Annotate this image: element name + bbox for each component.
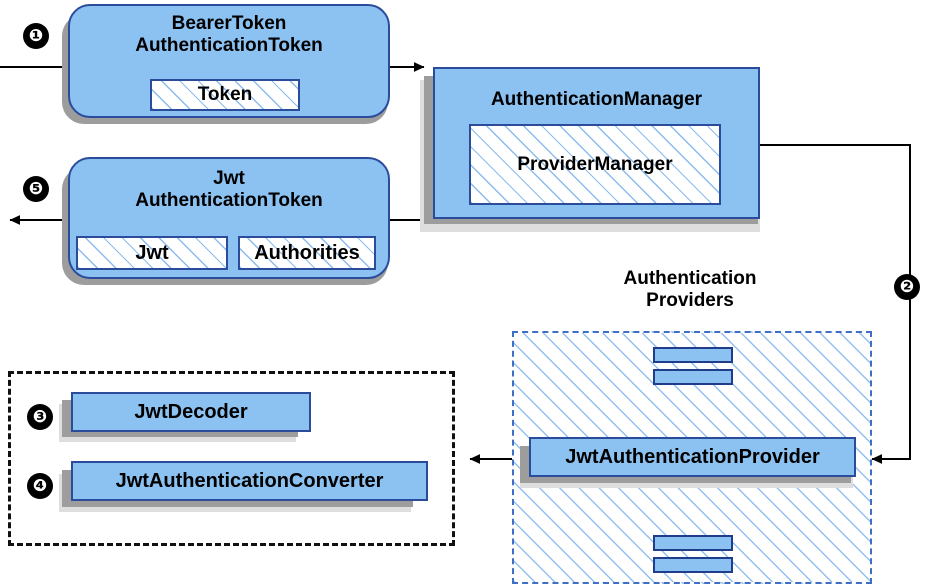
jwt-authentication-provider-title: JwtAuthenticationProvider bbox=[565, 445, 820, 468]
bearer-token-title-line1: BearerToken bbox=[171, 13, 287, 34]
bearer-token-title-line2: AuthenticationToken bbox=[135, 35, 323, 57]
bearer-token-inner-token[interactable]: Token bbox=[150, 79, 300, 111]
authentication-providers-label-line1: Authentication bbox=[623, 268, 757, 289]
jwt-token-inner-authorities[interactable]: Authorities bbox=[238, 236, 376, 270]
jwt-token-inner-jwt-label: Jwt bbox=[135, 241, 169, 264]
step-badge-3: ❸ bbox=[27, 404, 53, 430]
provider-manager-label: ProviderManager bbox=[517, 153, 673, 175]
jwt-components-container bbox=[8, 371, 455, 546]
jwt-token-inner-jwt[interactable]: Jwt bbox=[76, 236, 228, 270]
authentication-manager-inner-providermanager[interactable]: ProviderManager bbox=[469, 124, 721, 205]
provider-bar-bottom-1 bbox=[653, 535, 733, 551]
jwt-decoder-title: JwtDecoder bbox=[134, 400, 248, 423]
bearer-token-card[interactable]: BearerToken AuthenticationToken bbox=[68, 4, 390, 118]
authentication-providers-label-line2: Providers bbox=[646, 290, 734, 312]
jwt-authentication-converter-card[interactable]: JwtAuthenticationConverter bbox=[71, 461, 428, 501]
jwt-token-inner-authorities-label: Authorities bbox=[254, 241, 360, 264]
jwt-decoder-card[interactable]: JwtDecoder bbox=[71, 392, 311, 432]
step-badge-5: ❺ bbox=[23, 176, 49, 202]
provider-bar-top-1 bbox=[653, 347, 733, 363]
provider-bar-bottom-2 bbox=[653, 557, 733, 573]
step-badge-1: ❶ bbox=[23, 23, 49, 49]
authentication-manager-title: AuthenticationManager bbox=[490, 89, 703, 110]
jwt-authentication-provider-card[interactable]: JwtAuthenticationProvider bbox=[529, 437, 856, 477]
provider-bar-top-2 bbox=[653, 369, 733, 385]
jwt-token-title-line2: AuthenticationToken bbox=[135, 190, 323, 212]
jwt-authentication-converter-title: JwtAuthenticationConverter bbox=[115, 469, 384, 492]
step-badge-2: ❷ bbox=[894, 274, 920, 300]
step-badge-4: ❹ bbox=[27, 473, 53, 499]
authentication-providers-label: Authentication Providers bbox=[562, 268, 818, 312]
bearer-token-inner-token-label: Token bbox=[197, 84, 253, 105]
jwt-token-title-line1: Jwt bbox=[213, 168, 245, 189]
